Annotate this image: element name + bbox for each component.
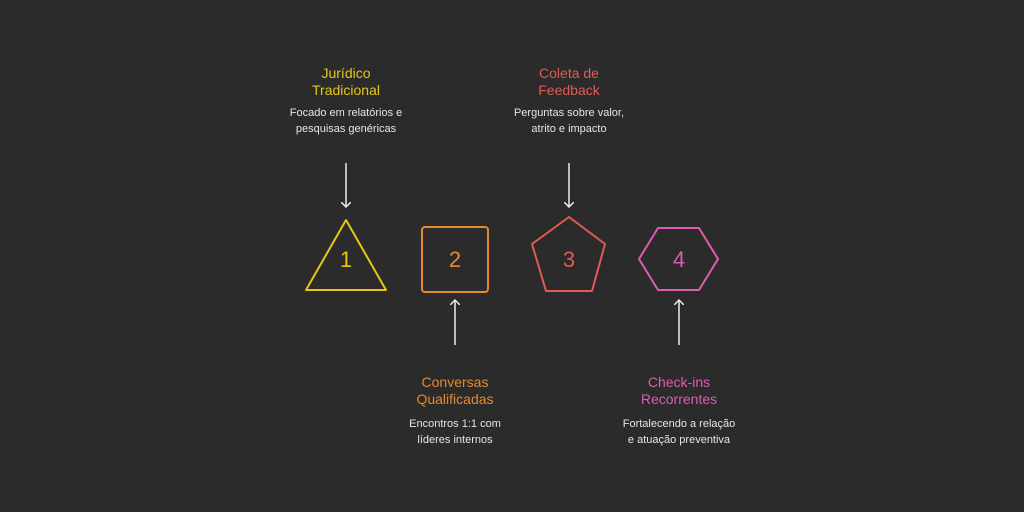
title-line: Check-ins	[647, 374, 711, 390]
title-line: Recorrentes	[640, 391, 718, 407]
hexagon-shape	[638, 227, 719, 291]
pentagon-shape	[531, 216, 606, 292]
description-line: líderes internos	[417, 434, 493, 446]
step-2-label: Conversas Qualificadas Encontros 1:1 com…	[355, 374, 555, 448]
description-line: atrito e impacto	[531, 123, 607, 135]
step-number-1: 1	[340, 247, 352, 272]
step-number-2: 2	[449, 247, 461, 272]
description-line: Perguntas sobre valor,	[513, 107, 625, 119]
step-title: Conversas Qualificadas	[355, 374, 555, 408]
title-line: Conversas	[421, 374, 489, 390]
title-line: Coleta de	[539, 65, 599, 81]
step-4-label: Check-ins Recorrentes Fortalecendo a rel…	[579, 374, 779, 448]
square-shape	[421, 226, 489, 293]
description-line: Focado em relatórios e	[289, 107, 403, 119]
description-line: e atuação preventiva	[627, 434, 731, 446]
description-line: pesquisas genéricas	[295, 123, 397, 135]
description-line: Fortalecendo a relação	[622, 418, 736, 430]
step-description: Fortalecendo a relação e atuação prevent…	[579, 416, 779, 448]
step-title: Coleta de Feedback	[469, 65, 669, 99]
step-description: Focado em relatórios e pesquisas genéric…	[246, 105, 446, 137]
step-title: Jurídico Tradicional	[246, 65, 446, 99]
step-number-3: 3	[563, 247, 575, 272]
step-1-label: Jurídico Tradicional Focado em relatório…	[246, 65, 446, 137]
step-title: Check-ins Recorrentes	[579, 374, 779, 408]
step-description: Perguntas sobre valor, atrito e impacto	[469, 105, 669, 137]
title-line: Jurídico	[321, 65, 371, 81]
triangle-shape	[305, 219, 387, 291]
step-description: Encontros 1:1 com líderes internos	[355, 416, 555, 448]
title-line: Feedback	[538, 82, 600, 98]
step-3-label: Coleta de Feedback Perguntas sobre valor…	[469, 65, 669, 137]
step-number-4: 4	[673, 247, 685, 272]
description-line: Encontros 1:1 com	[409, 418, 501, 430]
title-line: Tradicional	[312, 82, 380, 98]
title-line: Qualificadas	[416, 391, 494, 407]
